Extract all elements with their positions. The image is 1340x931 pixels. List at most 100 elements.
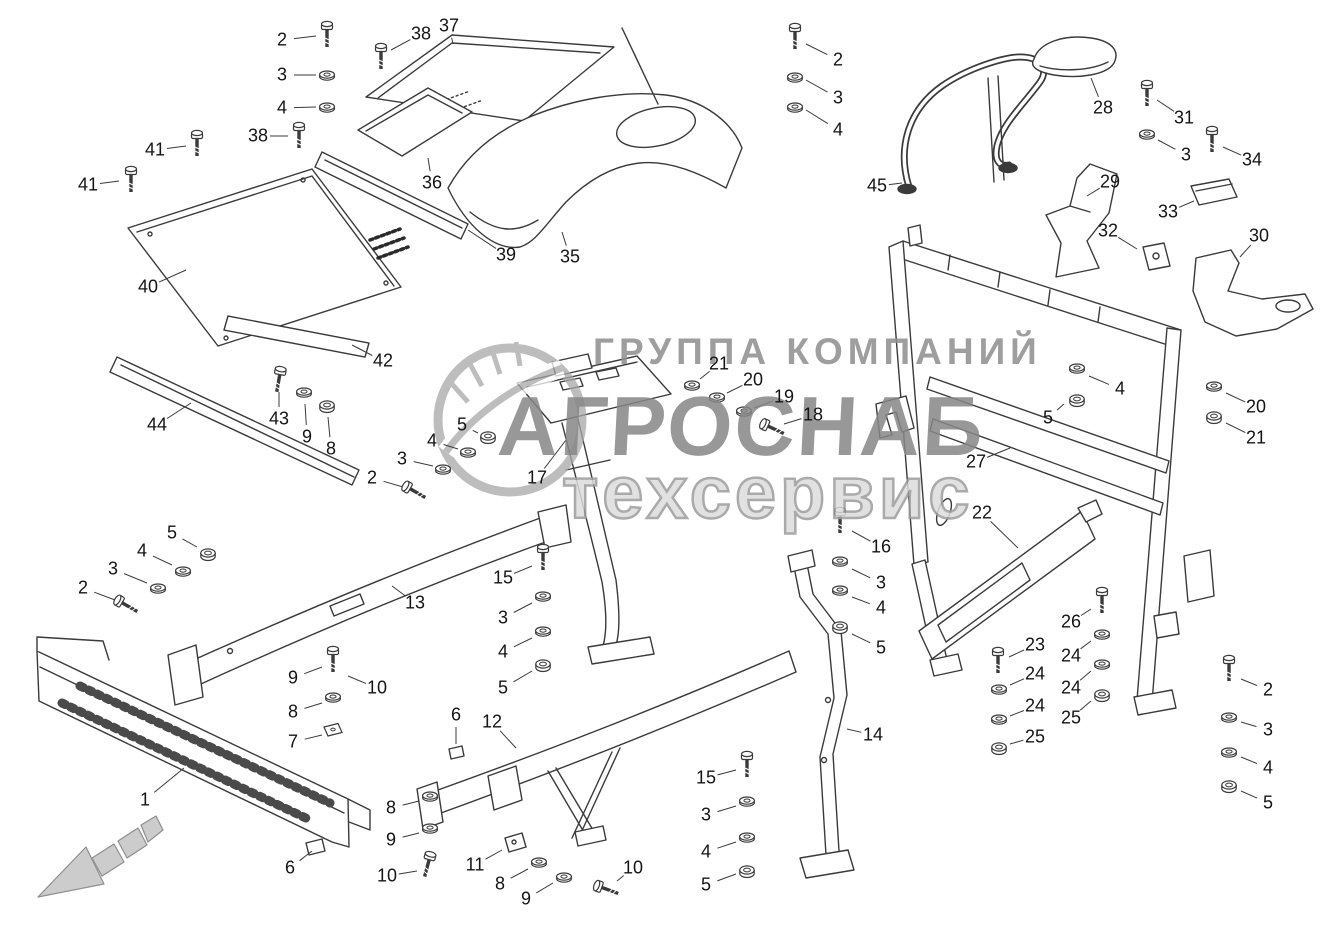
leader-line — [293, 106, 317, 109]
part-35-cover — [447, 93, 743, 249]
leader-line — [851, 633, 871, 644]
leader-line — [1240, 678, 1258, 686]
part-13-crossmember — [167, 504, 572, 706]
leader-line — [513, 637, 533, 648]
washer-icon — [534, 626, 552, 637]
leader-line — [347, 675, 367, 684]
leader-line — [485, 849, 503, 860]
leader-line — [123, 573, 148, 584]
screw-icon — [417, 848, 439, 880]
washer-icon — [555, 872, 573, 883]
screw-icon — [990, 645, 1006, 675]
leader-line — [1009, 678, 1025, 686]
nut-icon — [1069, 394, 1085, 408]
washer-icon — [1205, 381, 1223, 392]
leader-line — [1157, 139, 1176, 150]
leader-lines — [94, 35, 1258, 894]
direction-arrow — [37, 815, 164, 898]
leader-line — [805, 43, 828, 56]
screw-icon — [398, 478, 430, 504]
part-30-bracket — [1192, 249, 1314, 337]
washer-icon — [1220, 747, 1238, 758]
part-12-rail — [416, 650, 797, 847]
washer-icon — [738, 796, 756, 807]
screw-icon — [756, 415, 788, 441]
part-17-support — [516, 353, 672, 665]
leader-line — [398, 870, 418, 875]
leader-line — [805, 109, 829, 125]
leader-line — [851, 568, 871, 579]
leader-line — [1240, 721, 1257, 728]
part-33-bracket — [1190, 178, 1238, 206]
part-45-handrail — [897, 53, 1048, 195]
washer-icon — [530, 857, 548, 868]
washer-icon — [990, 714, 1008, 725]
screw-icon — [1221, 653, 1237, 683]
part-22-brace — [918, 499, 1103, 660]
screw-icon — [373, 41, 389, 71]
leader-line — [726, 384, 743, 394]
leader-line — [1009, 710, 1025, 717]
leader-line — [783, 418, 802, 425]
nut-icon — [535, 659, 551, 673]
leader-line — [327, 416, 331, 438]
washer-icon — [990, 684, 1008, 695]
leader-line — [94, 591, 116, 601]
leader-line — [1222, 146, 1242, 156]
nut-icon — [1094, 689, 1110, 703]
nut-icon — [319, 400, 335, 414]
washer-icon — [831, 585, 849, 596]
leader-line — [851, 530, 871, 542]
leader-line — [1225, 422, 1246, 434]
leader-line — [467, 229, 497, 249]
leader-line — [383, 480, 404, 488]
part-29-bracket — [1045, 163, 1118, 278]
washer-icon — [534, 591, 552, 602]
screw-icon — [291, 120, 307, 150]
screw-icon — [1139, 78, 1155, 108]
leader-line — [304, 403, 307, 426]
leader-line — [499, 730, 517, 749]
washer-icon — [683, 380, 701, 391]
nut-icon — [832, 621, 848, 635]
washer-icon — [319, 102, 335, 113]
washer-icon — [708, 392, 726, 403]
nut-icon — [480, 431, 496, 445]
washer-icon — [460, 447, 476, 458]
leader-line — [986, 447, 1011, 458]
part-14-bracket — [787, 549, 855, 879]
leader-line — [851, 596, 870, 605]
leader-line — [1156, 99, 1175, 112]
leader-line — [717, 805, 737, 813]
leader-line — [390, 39, 411, 51]
leader-line — [717, 873, 737, 882]
leader-line — [513, 602, 533, 613]
washer-icon — [422, 791, 438, 802]
leader-line — [1080, 608, 1092, 616]
screw-icon — [189, 128, 205, 158]
leader-line — [1086, 187, 1100, 197]
washer-icon — [435, 464, 451, 475]
leader-line — [166, 145, 187, 149]
leader-line — [616, 875, 625, 882]
leader-line — [1225, 392, 1246, 403]
part-39-rail — [314, 151, 469, 240]
leader-line — [427, 157, 431, 172]
washer-icon — [150, 583, 166, 594]
leader-line — [351, 344, 373, 356]
part-32-clip — [1142, 242, 1171, 271]
screw-icon — [787, 21, 803, 51]
leader-line — [1008, 649, 1025, 658]
screw-icon — [269, 363, 289, 395]
leader-line — [805, 79, 828, 93]
screw-icon — [832, 505, 848, 535]
washer-icon — [738, 832, 756, 843]
washer-icon — [319, 70, 335, 81]
washer-icon — [422, 823, 438, 834]
part-28-pad — [1032, 36, 1117, 78]
screw-icon — [739, 749, 755, 779]
leader-line — [536, 882, 554, 894]
leader-line — [1079, 670, 1092, 681]
screw-icon — [325, 644, 341, 674]
